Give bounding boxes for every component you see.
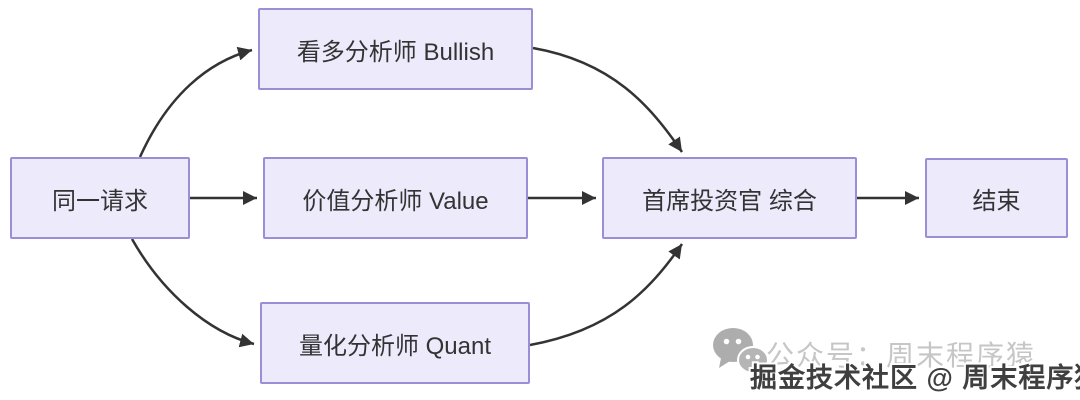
node-bullish-analyst-label: 看多分析师 Bullish [296,38,495,66]
watermark-wechat-account: 公众号：周末程序猿 [766,340,1037,371]
node-bullish-analyst: 看多分析师 Bullish [258,8,533,90]
node-same-request: 同一请求 [10,157,190,239]
node-end-label: 结束 [972,187,1021,215]
node-cio-synthesis-label: 首席投资官 综合 [642,187,817,215]
node-cio-synthesis: 首席投资官 综合 [602,157,857,239]
node-end: 结束 [925,158,1068,238]
edge-quant-to-cio [529,243,684,347]
edge-start-to-bullish [138,46,253,158]
node-value-analyst: 价值分析师 Value [263,157,528,239]
node-quant-analyst: 量化分析师 Quant [260,302,530,384]
edge-bullish-to-cio [532,46,684,153]
wechat-icon [713,328,769,377]
node-quant-analyst-label: 量化分析师 Quant [298,332,492,360]
watermark-credit: 掘金技术社区 @ 周末程序猿 [750,363,1080,393]
node-value-analyst-label: 价值分析师 Value [302,187,489,215]
edge-start-to-quant [130,238,255,348]
node-same-request-label: 同一请求 [52,187,148,215]
